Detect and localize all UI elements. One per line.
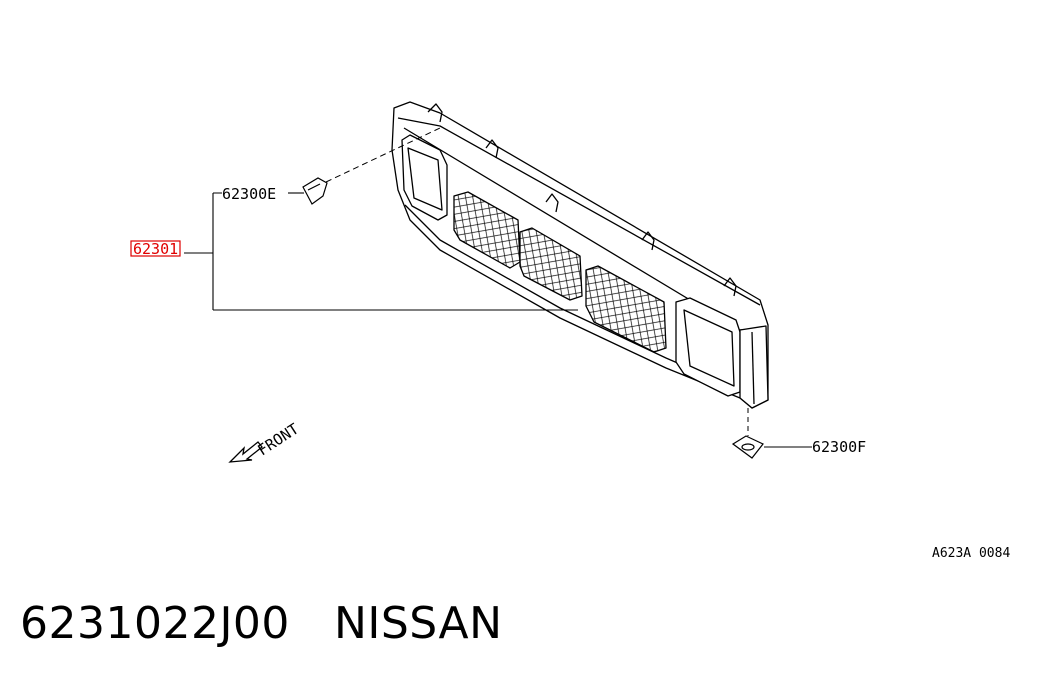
grille-assembly — [391, 101, 769, 409]
callout-62300e[interactable]: 62300E — [222, 185, 276, 203]
front-arrow-icon — [228, 441, 263, 463]
front-label: FRONT — [254, 420, 302, 460]
bracket-leader — [184, 192, 578, 311]
diagram-code: A623A 0084 — [932, 546, 1010, 561]
callout-62300f[interactable]: 62300F — [812, 438, 866, 456]
clip-62300e — [302, 177, 328, 205]
part-number: 6231022J00 — [20, 598, 290, 649]
callout-62301[interactable]: 62301 — [133, 240, 178, 258]
dashed-guide-upper — [325, 127, 441, 183]
part-caption: 6231022J00 NISSAN — [20, 598, 547, 649]
highlight-box — [130, 240, 181, 257]
brand-name: NISSAN — [333, 598, 503, 649]
clip-62300f — [731, 435, 764, 459]
